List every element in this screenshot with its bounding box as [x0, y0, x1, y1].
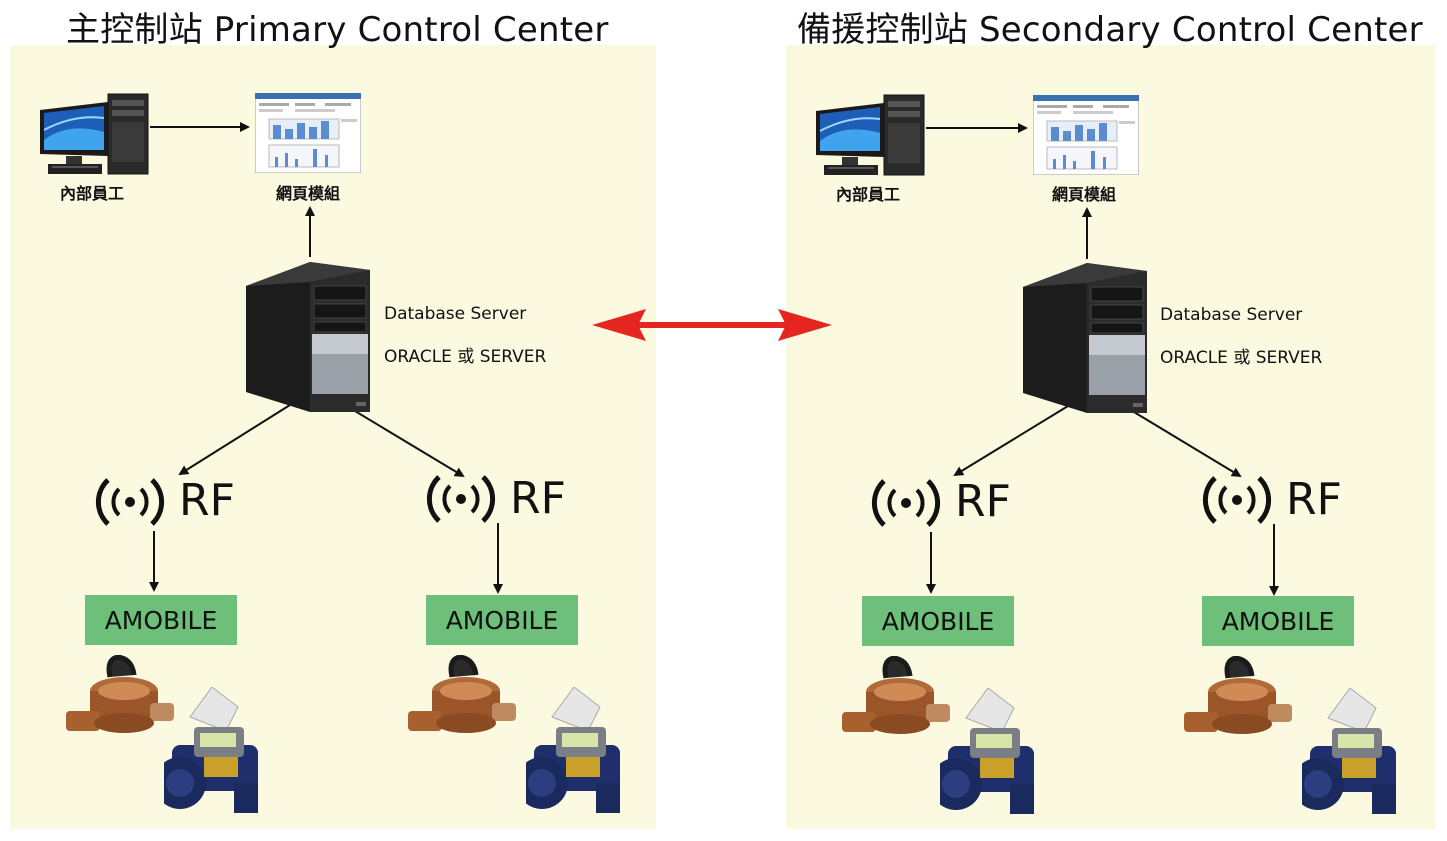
- desktop-computer-icon: [816, 94, 925, 176]
- web-module-label: 網頁模組: [1052, 185, 1117, 204]
- amobile-box: AMOBILE: [862, 596, 1014, 646]
- desktop-computer-icon: [40, 93, 149, 175]
- server-tower-icon: [1023, 263, 1147, 413]
- brass-water-meter-icon: [408, 655, 516, 733]
- amobile-box: AMOBILE: [85, 595, 237, 645]
- rf-signal-icon: [1202, 476, 1272, 524]
- db-engine-label: ORACLE 或 SERVER: [1160, 348, 1323, 368]
- electronic-water-meter-icon: [164, 687, 258, 813]
- staff-label: 內部員工: [60, 184, 125, 203]
- brass-water-meter-icon: [66, 655, 174, 733]
- electronic-water-meter-icon: [1302, 688, 1396, 814]
- rf-label: RF: [510, 473, 566, 524]
- electronic-water-meter-icon: [526, 687, 620, 813]
- web-module-screenshot-icon: [1033, 95, 1139, 175]
- db-server-label: Database Server: [384, 304, 527, 324]
- web-module-label: 網頁模組: [276, 184, 341, 203]
- staff-label: 內部員工: [836, 185, 901, 204]
- rf-label: RF: [1286, 474, 1342, 525]
- arrow-db-to-rf-right-2: [1123, 405, 1242, 478]
- secondary-title: 備援控制站 Secondary Control Center: [797, 10, 1423, 50]
- rf-label: RF: [955, 476, 1011, 527]
- amobile-box: AMOBILE: [426, 595, 578, 645]
- sync-arrow: [592, 309, 832, 341]
- electronic-water-meter-icon: [940, 688, 1034, 814]
- arrow-db-to-rf-right: [344, 404, 465, 478]
- web-module-screenshot-icon: [255, 93, 361, 173]
- rf-signal-icon: [426, 475, 496, 523]
- amobile-box: AMOBILE: [1202, 596, 1354, 646]
- db-server-label: Database Server: [1160, 305, 1303, 325]
- arrow-db-to-rf-left: [178, 404, 291, 476]
- server-tower-icon: [246, 262, 370, 412]
- brass-water-meter-icon: [842, 656, 950, 734]
- arrow-db-to-rf-left-2: [953, 405, 1069, 477]
- rf-label: RF: [179, 475, 235, 526]
- primary-title: 主控制站 Primary Control Center: [66, 10, 609, 50]
- brass-water-meter-icon: [1184, 656, 1292, 734]
- db-engine-label: ORACLE 或 SERVER: [384, 347, 547, 367]
- rf-signal-icon: [95, 478, 165, 526]
- rf-signal-icon: [871, 479, 941, 527]
